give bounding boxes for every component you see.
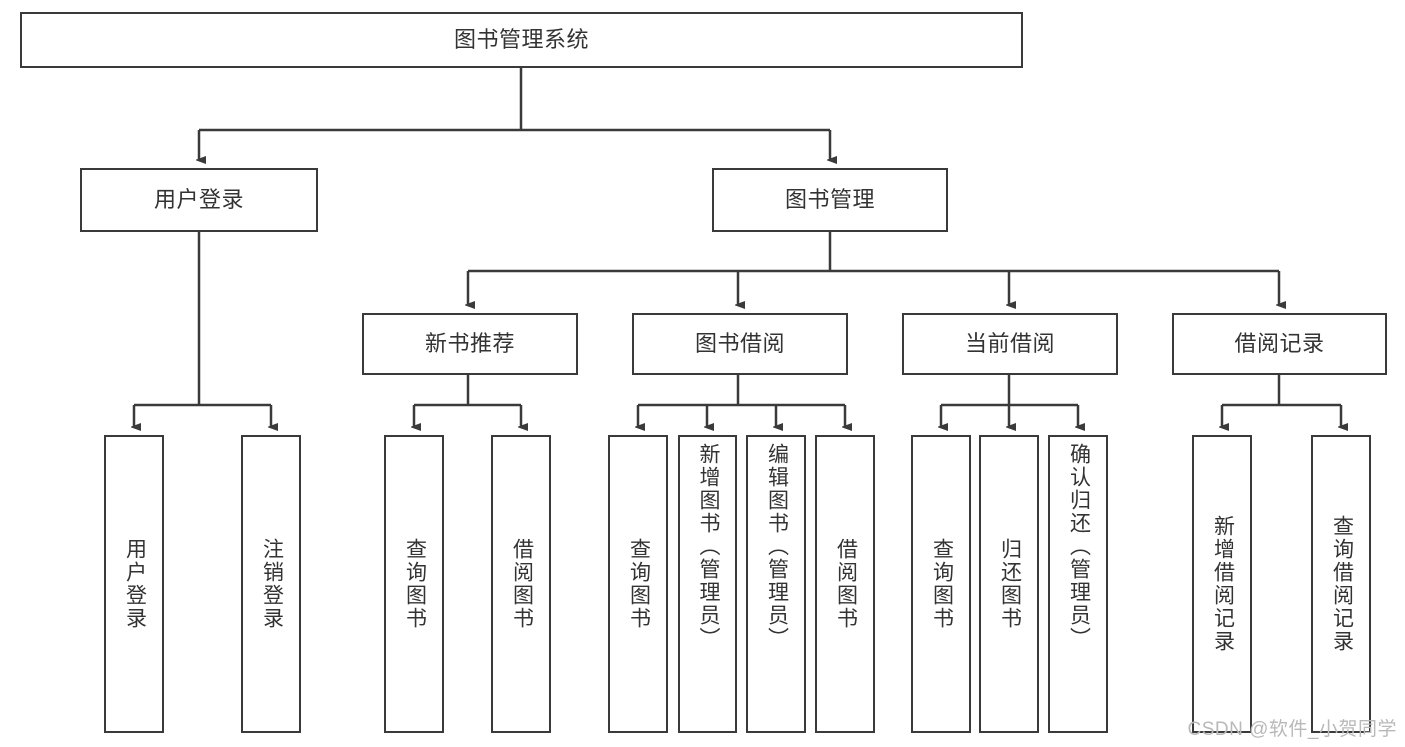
leaf-confirm-return-admin[interactable]: 确认归还（管理员） [1048,435,1108,733]
leaf-query-book-current[interactable]: 查询图书 [911,435,971,733]
leaf-edit-book-admin[interactable]: 编辑图书（管理员） [746,435,806,733]
node-book-management-system[interactable]: 图书管理系统 [20,12,1023,68]
leaf-return-book[interactable]: 归还图书 [979,435,1039,733]
leaf-add-borrow-record[interactable]: 新增借阅记录 [1192,435,1252,733]
node-book-management[interactable]: 图书管理 [712,168,948,232]
node-current-borrow[interactable]: 当前借阅 [902,313,1118,375]
leaf-add-book-admin[interactable]: 新增图书（管理员） [678,435,737,733]
csdn-watermark: CSDN @软件_小贺同学 [1187,719,1397,740]
leaf-borrow-book-recommend[interactable]: 借阅图书 [491,435,551,733]
leaf-logout-login[interactable]: 注销登录 [241,435,301,733]
node-borrow-record[interactable]: 借阅记录 [1172,313,1387,375]
node-book-borrow[interactable]: 图书借阅 [632,313,848,375]
leaf-query-book-recommend[interactable]: 查询图书 [384,435,444,733]
leaf-borrow-book[interactable]: 借阅图书 [815,435,875,733]
leaf-query-book-borrow[interactable]: 查询图书 [608,435,668,733]
leaf-user-login[interactable]: 用户登录 [104,435,164,733]
leaf-query-borrow-record[interactable]: 查询借阅记录 [1311,435,1371,733]
node-new-book-recommend[interactable]: 新书推荐 [362,313,578,375]
node-user-login[interactable]: 用户登录 [80,168,318,232]
